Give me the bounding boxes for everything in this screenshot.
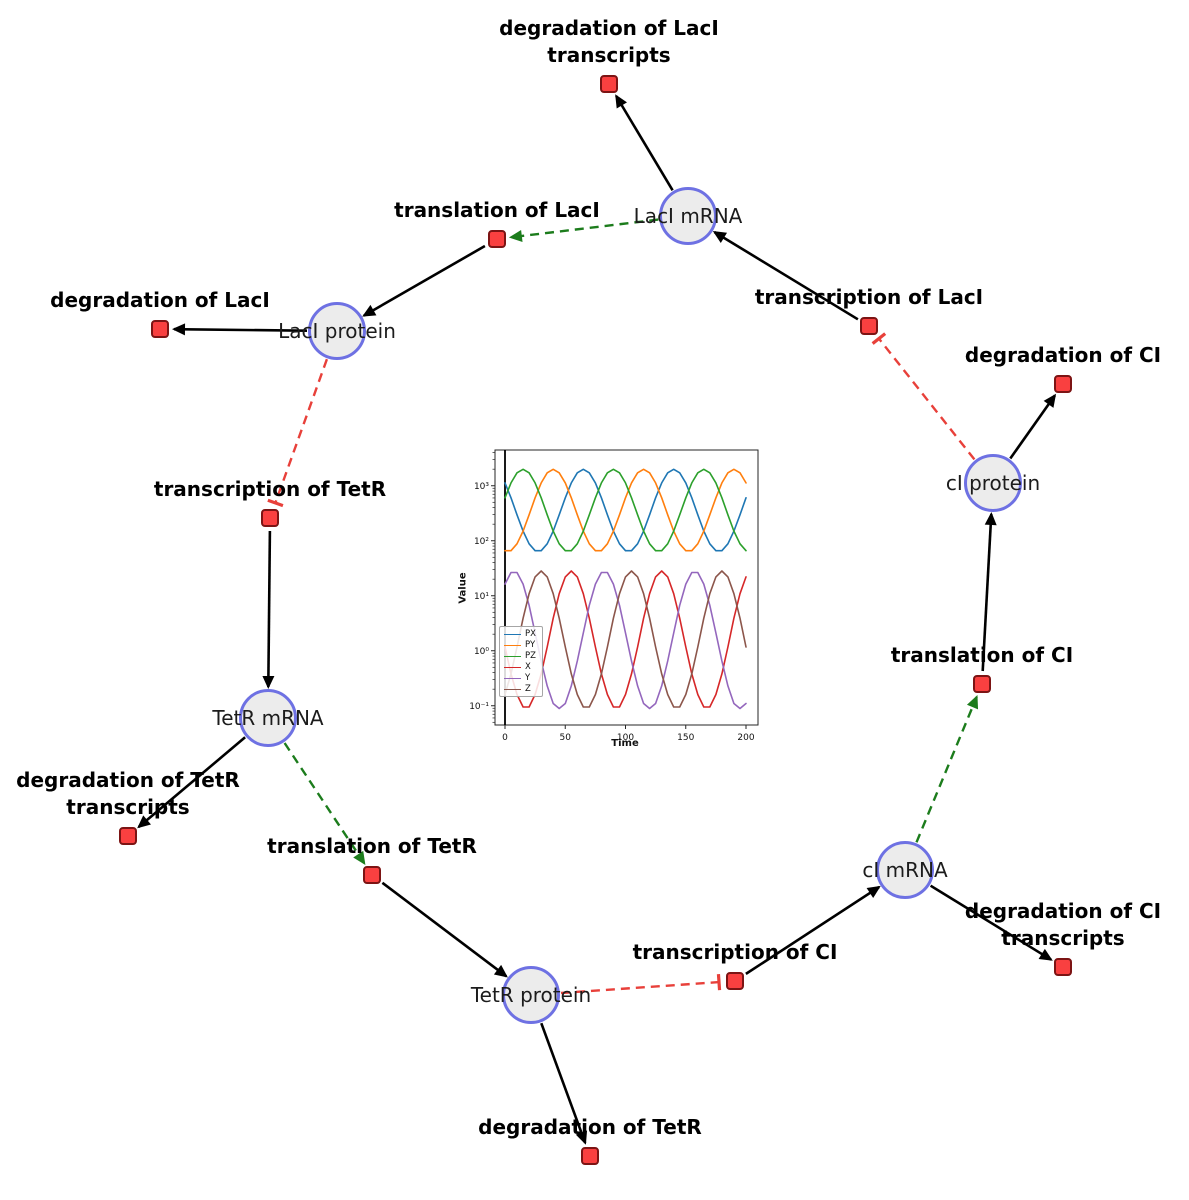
y-tick-label: 10⁻¹	[469, 702, 489, 712]
series-Y	[504, 571, 747, 710]
species-label: TetR protein	[470, 983, 592, 1007]
edge-translation-to-laci-protein	[362, 244, 486, 317]
reaction-label: degradation of CI transcripts	[964, 899, 1162, 950]
species-circle	[502, 966, 560, 1024]
edge-ci-protein-to-degradation	[1009, 393, 1057, 460]
reaction-label: translation of TetR	[267, 833, 477, 858]
edge-laci-protein-to-degradation	[172, 323, 308, 336]
legend-label: PZ	[525, 651, 536, 661]
species-circle	[308, 302, 366, 360]
legend-swatch	[504, 655, 521, 657]
reaction-square	[488, 230, 506, 248]
series-X	[504, 570, 747, 708]
series-PX	[504, 468, 747, 552]
edge-translation-to-tetr-protein	[381, 881, 508, 978]
reaction-square	[973, 675, 991, 693]
legend-label: Z	[525, 684, 531, 694]
x-tick-label: 0	[502, 733, 508, 743]
edge-laci-mrna-to-translation	[508, 218, 659, 242]
species-label: LacI mRNA	[633, 204, 743, 228]
reaction-label: transcription of LacI	[754, 284, 984, 309]
legend-label: Y	[525, 673, 531, 683]
series-Z	[504, 570, 747, 708]
y-tick-label: 10²	[474, 537, 489, 547]
reaction-label: degradation of LacI	[50, 287, 270, 312]
reaction-square	[600, 75, 618, 93]
edge-tetr-protein-inhibits-ci-transcription	[560, 974, 722, 995]
x-tick-label: 50	[560, 733, 572, 743]
reaction-square	[1054, 958, 1072, 976]
reaction-square	[119, 827, 137, 845]
edge-laci-mrna-to-degradation-transcripts	[615, 94, 674, 191]
reaction-square	[860, 317, 878, 335]
y-axis-label: Value	[457, 572, 469, 604]
plot-frame	[494, 449, 759, 726]
reaction-label: translation of CI	[890, 642, 1074, 667]
reaction-label: translation of LacI	[394, 197, 600, 222]
reaction-square	[151, 320, 169, 338]
plot-area: 10⁻¹ 10⁰ 10¹ 10² 10³ 0 50 100 150 200	[469, 449, 759, 743]
x-tick-label: 200	[737, 733, 754, 743]
edge-tetr-mrna-to-translation	[283, 742, 366, 865]
x-tick-label: 150	[677, 733, 694, 743]
species-label: cI mRNA	[862, 858, 948, 882]
legend-entry-PY: PY	[504, 640, 536, 650]
legend-entry-PZ: PZ	[504, 651, 536, 661]
reaction-label: degradation of LacI transcripts	[499, 16, 719, 67]
legend-entry-X: X	[504, 662, 536, 672]
legend-swatch	[504, 644, 521, 646]
legend-entry-PX: PX	[504, 629, 536, 639]
y-tick-label: 10¹	[474, 592, 489, 602]
species-label: LacI protein	[278, 319, 396, 343]
reaction-square	[726, 972, 744, 990]
x-axis-label: Time	[611, 738, 639, 749]
species-label: TetR mRNA	[212, 706, 324, 730]
legend-label: X	[525, 662, 531, 672]
species-circle	[239, 689, 297, 747]
legend-entry-Y: Y	[504, 673, 536, 683]
edge-transcription-to-ci-mrna	[745, 885, 881, 975]
edge-tetr-protein-to-degradation	[540, 1022, 588, 1145]
species-label: cI protein	[945, 471, 1041, 495]
reaction-square	[363, 866, 381, 884]
edge-tetr-mrna-to-degradation-transcripts	[137, 736, 246, 829]
legend-swatch	[504, 633, 521, 635]
reaction-label: degradation of TetR	[478, 1114, 702, 1139]
edge-ci-mrna-to-degradation-transcripts	[929, 884, 1053, 961]
edge-transcription-to-tetr-mrna	[262, 530, 275, 689]
legend-label: PY	[525, 640, 536, 650]
series-PZ	[504, 468, 747, 552]
reaction-label: degradation of TetR transcripts	[16, 768, 240, 819]
y-tick-label: 10³	[474, 482, 489, 492]
edge-ci-protein-inhibits-laci-transcription	[871, 332, 976, 461]
series-PY	[504, 468, 747, 552]
legend-entry-Z: Z	[504, 684, 536, 694]
edge-transcription-to-laci-mrna	[712, 230, 859, 321]
reaction-square	[581, 1147, 599, 1165]
species-circle	[876, 841, 934, 899]
species-circle	[964, 454, 1022, 512]
legend-label: PX	[525, 629, 536, 639]
reaction-square	[1054, 375, 1072, 393]
reaction-square	[261, 509, 279, 527]
reaction-label: degradation of CI	[964, 342, 1162, 367]
x-tick-label: 100	[617, 733, 634, 743]
legend-swatch	[504, 688, 521, 690]
legend-swatch	[504, 666, 521, 668]
reaction-label: transcription of TetR	[153, 476, 387, 501]
reaction-label: transcription of CI	[632, 939, 838, 964]
edge-ci-mrna-to-translation	[915, 695, 979, 843]
species-circle	[659, 187, 717, 245]
legend-swatch	[504, 677, 521, 679]
y-tick-label: 10⁰	[474, 647, 489, 657]
edge-laci-protein-inhibits-tetr-transcription	[267, 358, 329, 508]
edge-translation-to-ci-protein	[981, 512, 997, 672]
